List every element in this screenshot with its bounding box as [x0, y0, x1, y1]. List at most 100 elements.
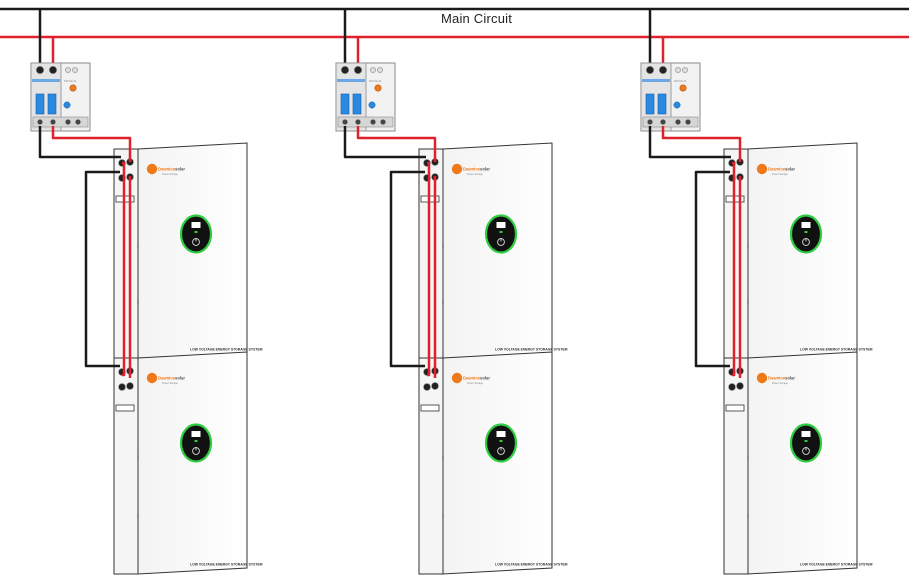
battery-terminal: [423, 383, 431, 391]
breaker-label-strip: [337, 79, 365, 82]
brand-logo-icon: [756, 163, 768, 175]
breaker-toggle: [35, 93, 45, 115]
breaker-bottom-terminal: [380, 119, 386, 125]
battery-level-icon: [801, 431, 811, 437]
breaker-bottom-strip: [32, 116, 89, 128]
breaker-screw: [65, 67, 71, 73]
breaker-terminal: [354, 66, 362, 74]
breaker-model-label: DZ47LE-32: [64, 80, 77, 83]
breaker-bottom-terminal: [37, 119, 43, 125]
status-display: [484, 423, 518, 463]
module-front-panel: [442, 351, 553, 575]
module-side-panel: [723, 357, 749, 575]
parallel-positive-cable-a: [122, 161, 126, 377]
breaker-screw: [370, 67, 376, 73]
breaker-terminal: [49, 66, 57, 74]
breaker-to-battery-negative-wire: [648, 126, 731, 159]
status-display: [789, 214, 823, 254]
brand-logo-icon: [756, 372, 768, 384]
breaker-screw: [72, 67, 78, 73]
breaker-bottom-strip: [337, 116, 394, 128]
module-label: LOW VOLTAGE ENERGY STORAGE SYSTEM: [495, 563, 568, 567]
battery-level-icon: [191, 431, 201, 437]
breaker-bottom-terminal: [660, 119, 666, 125]
brand-tagline: Power Storage: [772, 382, 788, 385]
brand-name: Dawnicesolar: [768, 167, 795, 172]
breaker-terminal: [341, 66, 349, 74]
module-label: LOW VOLTAGE ENERGY STORAGE SYSTEM: [495, 348, 568, 352]
circuit-breaker: DZ47LE-32: [640, 62, 701, 132]
breaker-toggle: [352, 93, 362, 115]
module-side-panel: [113, 148, 139, 360]
module-side-panel: [113, 357, 139, 575]
brand-logo-icon: [146, 163, 158, 175]
circuit-breaker: DZ47LE-32: [335, 62, 396, 132]
breaker-bottom-terminal: [50, 119, 56, 125]
breaker-test-button: [368, 101, 376, 109]
status-led: [194, 231, 198, 233]
module-front-panel: [137, 351, 248, 575]
module-handle-slot: [115, 404, 135, 412]
breaker-terminal: [36, 66, 44, 74]
breaker-toggle: [657, 93, 667, 115]
breaker-to-battery-negative-wire: [38, 126, 121, 159]
breaker-bottom-terminal: [355, 119, 361, 125]
breaker-terminal: [659, 66, 667, 74]
battery-terminal: [431, 382, 439, 390]
breaker-to-battery-positive-wire: [356, 126, 437, 162]
breaker-model-label: DZ47LE-32: [369, 80, 382, 83]
battery-terminal: [126, 382, 134, 390]
status-led: [499, 440, 503, 442]
breaker-toggle: [47, 93, 57, 115]
breaker-to-battery-positive-wire: [661, 126, 742, 162]
breaker-bottom-strip: [642, 116, 699, 128]
breaker-bottom-terminal: [370, 119, 376, 125]
module-label: LOW VOLTAGE ENERGY STORAGE SYSTEM: [800, 563, 873, 567]
breaker-screw: [675, 67, 681, 73]
brand-tagline: Power Storage: [162, 173, 178, 176]
battery-level-icon: [496, 431, 506, 437]
module-handle-slot: [420, 404, 440, 412]
parallel-negative-cable: [694, 170, 730, 368]
breaker-test-dial: [679, 84, 687, 92]
module-side-panel: [418, 148, 444, 360]
status-led: [804, 231, 808, 233]
breaker-test-dial: [69, 84, 77, 92]
breaker-screw: [682, 67, 688, 73]
module-front-panel: [747, 351, 858, 575]
brand-logo-icon: [451, 372, 463, 384]
main-circuit-label: Main Circuit: [441, 11, 513, 26]
parallel-negative-cable: [84, 170, 120, 368]
breaker-test-dial: [374, 84, 382, 92]
battery-terminal: [736, 382, 744, 390]
module-label: LOW VOLTAGE ENERGY STORAGE SYSTEM: [190, 563, 263, 567]
module-label: LOW VOLTAGE ENERGY STORAGE SYSTEM: [800, 348, 873, 352]
module-side-panel: [418, 357, 444, 575]
brand-name: Dawnicesolar: [158, 167, 185, 172]
battery-level-icon: [496, 222, 506, 228]
battery-level-icon: [801, 222, 811, 228]
brand-tagline: Power Storage: [162, 382, 178, 385]
brand-tagline: Power Storage: [772, 173, 788, 176]
status-display: [179, 423, 213, 463]
breaker-test-button: [673, 101, 681, 109]
brand-name: Dawnicesolar: [463, 167, 490, 172]
brand-name: Dawnicesolar: [158, 376, 185, 381]
module-side-panel: [723, 148, 749, 360]
status-led: [804, 440, 808, 442]
status-display: [789, 423, 823, 463]
breaker-terminal: [646, 66, 654, 74]
breaker-to-battery-negative-wire: [343, 126, 426, 159]
breaker-bottom-terminal: [675, 119, 681, 125]
breaker-screw: [377, 67, 383, 73]
